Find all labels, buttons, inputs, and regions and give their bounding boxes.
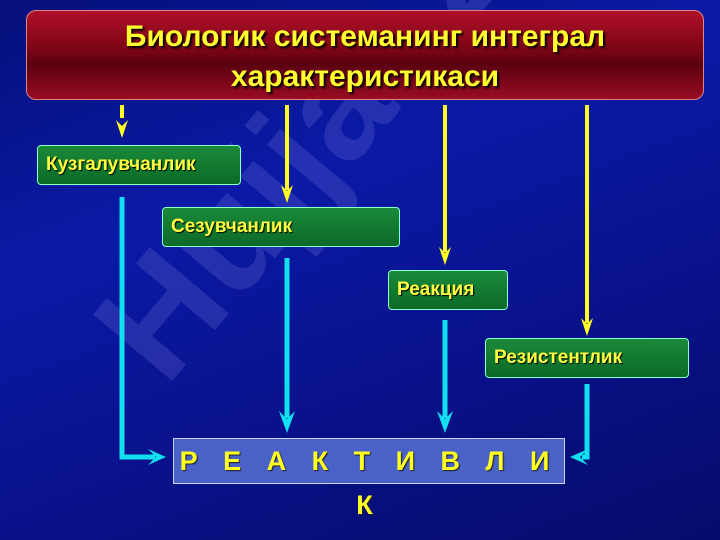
box-sezuvchanlik: Сезувчанлик — [162, 207, 400, 247]
cyan-arrow-1 — [119, 197, 155, 460]
box-rezistentlik: Резистентлик — [485, 338, 689, 378]
title-line-2: характеристикаси — [230, 60, 500, 93]
box-reaktsiya: Реакция — [388, 270, 508, 310]
box-kuzgaluvchanlik: Кузгалувчанлик — [37, 145, 241, 185]
cyan-arrow-4 — [582, 384, 590, 460]
slide-title: Биологик системанинг интеграл характерис… — [26, 10, 704, 100]
title-line-1: Биологик системанинг интеграл — [124, 20, 606, 53]
result-box-reaktivlik: Р Е А К Т И В Л И К — [173, 438, 565, 520]
